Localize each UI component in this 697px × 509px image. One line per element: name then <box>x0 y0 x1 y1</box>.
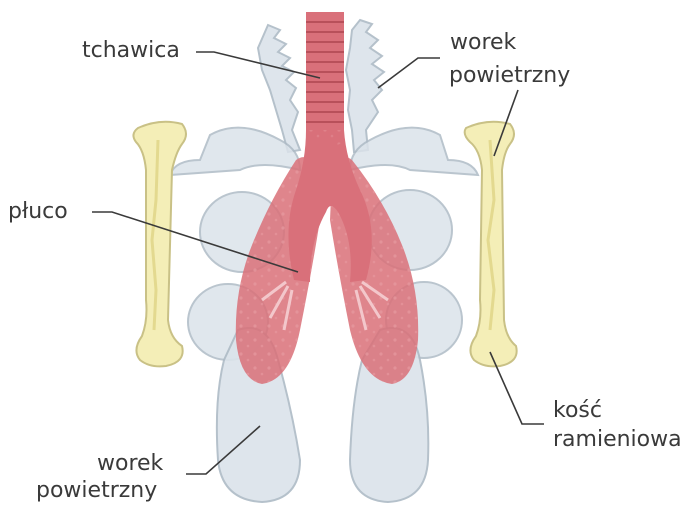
humerus-left <box>133 122 186 367</box>
leader-trachea <box>196 52 320 78</box>
label-humerus-line1: kość <box>553 398 602 424</box>
humerus-right <box>465 122 517 367</box>
label-humerus-line2: ramieniowa <box>553 427 682 453</box>
leader-air-sac-top <box>378 58 440 88</box>
label-trachea: tchawica <box>82 38 180 64</box>
cervical-air-sac-right <box>346 20 384 152</box>
label-air-sac-bottom-line2: powietrzny <box>36 478 157 504</box>
label-lung: płuco <box>8 199 68 225</box>
label-air-sac-bottom-line1: worek <box>97 451 163 477</box>
label-air-sac-top-line2: powietrzny <box>449 63 570 89</box>
label-air-sac-top-line1: worek <box>450 30 516 56</box>
